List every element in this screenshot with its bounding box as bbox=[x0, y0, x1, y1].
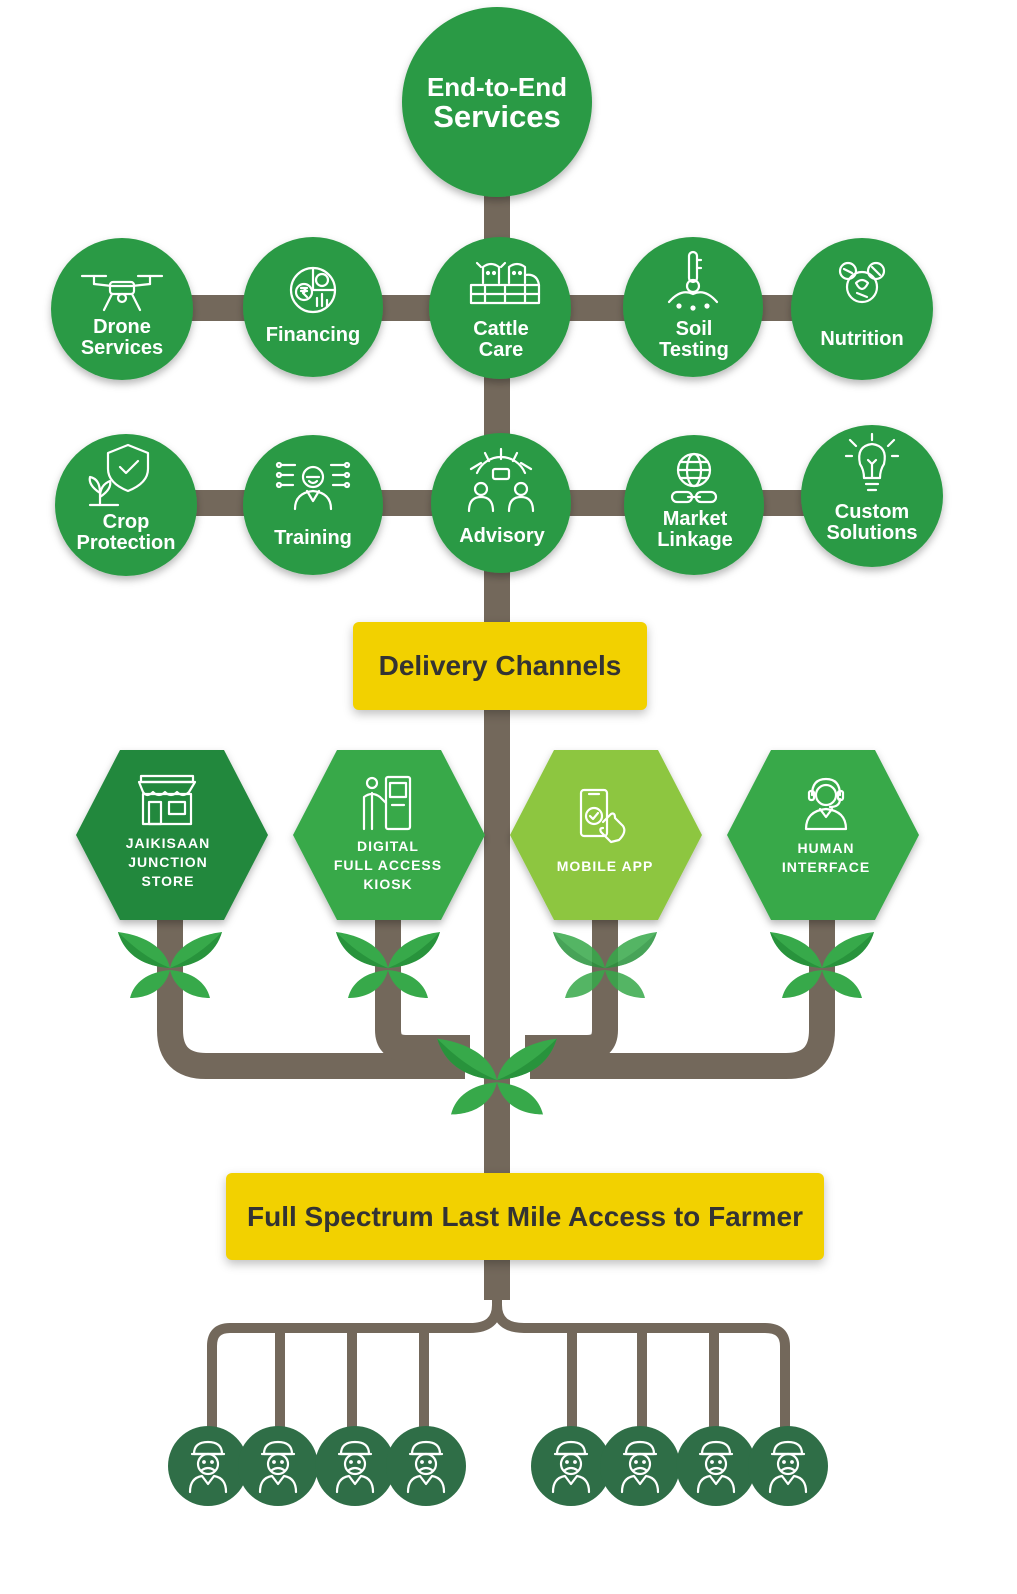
advisory-gear-icon bbox=[467, 447, 535, 513]
mobile-app-icon bbox=[579, 788, 626, 844]
service-node-market bbox=[624, 435, 764, 575]
service-node-training bbox=[243, 435, 383, 575]
pie-chart-rupee-icon bbox=[289, 266, 337, 314]
farmer-avatar bbox=[531, 1426, 611, 1506]
farmer-avatar bbox=[386, 1426, 466, 1506]
service-circles-row1 bbox=[51, 237, 933, 380]
channel-hex-store bbox=[76, 750, 268, 920]
farmer-avatar bbox=[676, 1426, 756, 1506]
farmer-avatar bbox=[315, 1426, 395, 1506]
service-node-cattle bbox=[429, 237, 571, 379]
headset-person-icon bbox=[804, 777, 848, 831]
farmer-avatar bbox=[168, 1426, 248, 1506]
kiosk-icon bbox=[362, 775, 412, 831]
channel-hex-kiosk bbox=[293, 750, 485, 920]
service-node-financing bbox=[243, 237, 383, 377]
shield-plant-icon bbox=[88, 443, 150, 507]
service-circles-row2 bbox=[55, 425, 943, 576]
last-mile-access-banner: Full Spectrum Last Mile Access to Farmer bbox=[226, 1173, 824, 1260]
service-node-custom bbox=[801, 425, 943, 567]
farmer-avatar bbox=[238, 1426, 318, 1506]
nutrition-icon bbox=[838, 261, 886, 304]
farmer-avatar bbox=[600, 1426, 680, 1506]
delivery-channels-banner: Delivery Channels bbox=[353, 622, 647, 710]
cattle-icon bbox=[469, 261, 541, 305]
store-icon bbox=[137, 774, 197, 826]
drone-icon bbox=[80, 274, 164, 312]
lightbulb-gear-icon bbox=[844, 432, 900, 492]
thermometer-soil-icon bbox=[667, 250, 719, 311]
globe-chain-icon bbox=[670, 452, 718, 504]
root-branches bbox=[207, 1290, 790, 1430]
farmer-avatar bbox=[748, 1426, 828, 1506]
hub-circle bbox=[402, 7, 592, 197]
service-node-drone bbox=[51, 238, 193, 380]
farmer-circles bbox=[168, 1426, 828, 1506]
service-node-nutrition bbox=[791, 238, 933, 380]
service-node-advisory bbox=[431, 433, 571, 573]
channel-hex-human bbox=[727, 750, 919, 920]
service-node-crop bbox=[55, 434, 197, 576]
trainer-icon bbox=[275, 461, 351, 511]
